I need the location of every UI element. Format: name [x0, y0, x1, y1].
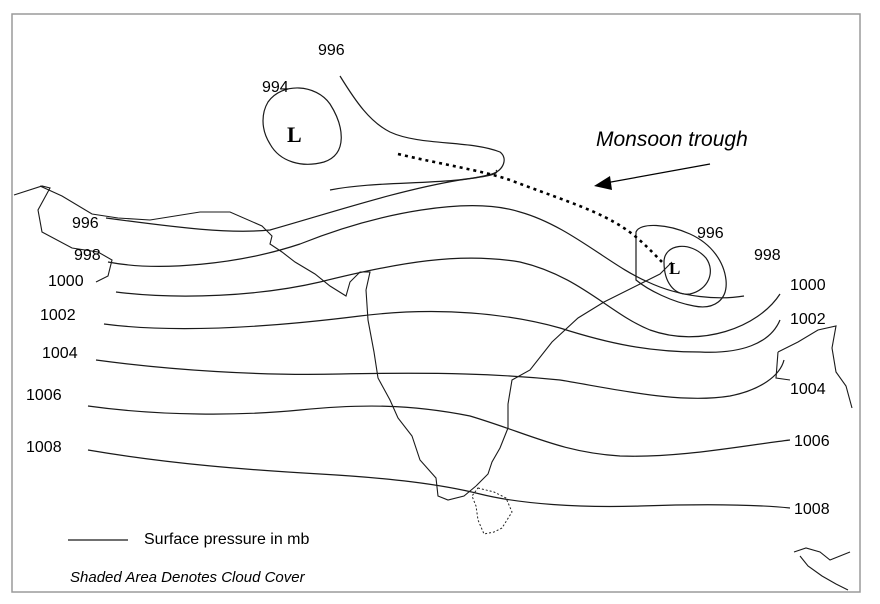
label-right-1006: 1006 [794, 433, 830, 450]
isobar-low-east-inner [663, 245, 711, 295]
label-994: 994 [262, 79, 289, 96]
isobar-1002 [103, 310, 781, 353]
label-right-998: 998 [754, 247, 781, 264]
low-symbol-west: L [287, 122, 302, 147]
label-left-1004: 1004 [42, 345, 78, 362]
label-left-1000: 1000 [48, 273, 84, 290]
label-right-996: 996 [697, 225, 724, 242]
coastline-southeast [793, 547, 851, 591]
label-left-1006: 1006 [26, 387, 62, 404]
label-left-1008: 1008 [26, 439, 62, 456]
coastline-peninsula-west [365, 289, 477, 501]
monsoon-trough-line [397, 152, 663, 263]
isobar-996-east [635, 224, 727, 308]
label-left-998: 998 [74, 247, 101, 264]
isobar-994-closed [262, 87, 342, 165]
label-right-1002: 1002 [790, 311, 826, 328]
label-right-1000: 1000 [790, 277, 826, 294]
isobar-998 [107, 205, 745, 299]
isobar-1008 [87, 449, 791, 509]
legend: Surface pressure in mb Shaded Area Denot… [68, 531, 310, 586]
isobar-996-top [329, 75, 505, 191]
isobar-1004 [95, 359, 785, 399]
coastline-east [775, 325, 853, 409]
isobar-labels-left: 996 998 1000 1002 1004 1006 1008 [26, 215, 101, 456]
isobar-996 [105, 169, 498, 232]
isobar-1006 [87, 405, 791, 457]
label-right-1008: 1008 [794, 501, 830, 518]
cloud-cover-area [471, 487, 513, 535]
isobar-1000 [115, 257, 781, 338]
coastline-north [13, 185, 371, 297]
label-right-1004: 1004 [790, 381, 826, 398]
trough-arrow [594, 163, 711, 190]
label-996-top: 996 [318, 42, 345, 59]
label-left-1002: 1002 [40, 307, 76, 324]
coastline-peninsula-east [475, 261, 673, 487]
legend-line-label: Surface pressure in mb [144, 531, 310, 548]
isobar-labels-right: 996 998 1000 1002 1004 1006 1008 [697, 225, 830, 518]
legend-shaded-note: Shaded Area Denotes Cloud Cover [70, 569, 306, 586]
label-left-996: 996 [72, 215, 99, 232]
low-symbol-east: L [669, 259, 680, 278]
map-frame [11, 13, 861, 593]
monsoon-trough-label: Monsoon trough [596, 128, 748, 151]
